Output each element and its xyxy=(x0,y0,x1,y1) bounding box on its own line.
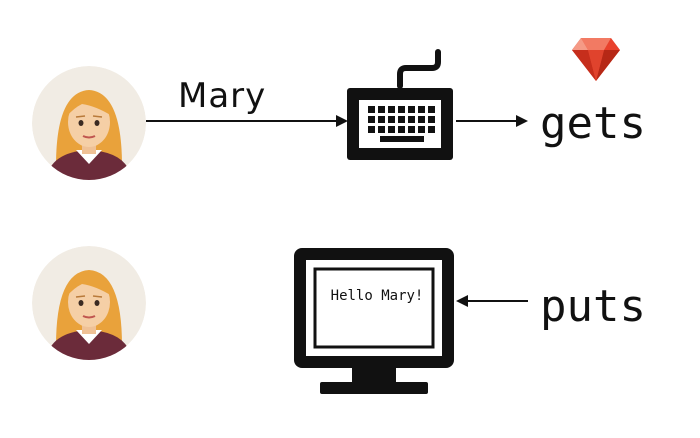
gets-method-label: gets xyxy=(540,98,646,149)
woman-avatar-icon xyxy=(32,66,146,180)
arrow-label: Mary xyxy=(178,76,267,116)
screen-output-text: Hello Mary! xyxy=(330,288,424,304)
keyboard-icon xyxy=(344,48,456,164)
input-arrow xyxy=(146,114,348,128)
woman-avatar-icon xyxy=(32,246,146,360)
puts-method-label: puts xyxy=(540,281,646,332)
ruby-gem-icon xyxy=(571,36,621,82)
puts-arrow xyxy=(456,294,528,308)
monitor-icon xyxy=(290,244,458,400)
gets-arrow xyxy=(456,114,528,128)
